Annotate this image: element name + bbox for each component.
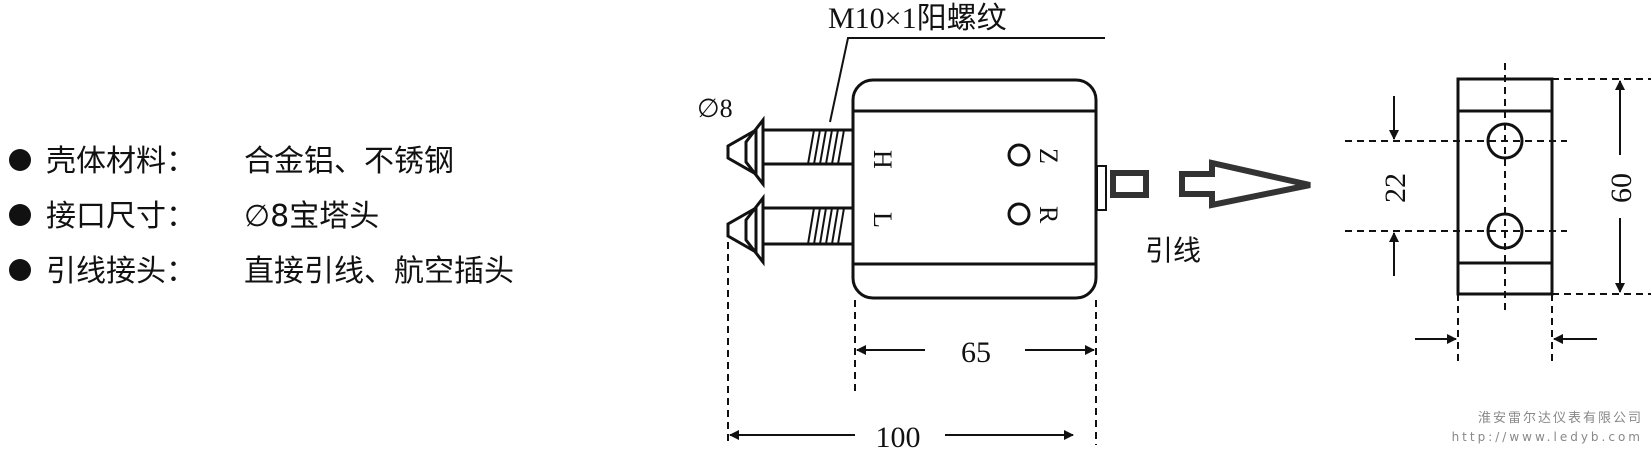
spec-value: 合金铝、不锈钢 xyxy=(244,144,454,179)
thread-label: M10×1阳螺纹 xyxy=(828,2,1007,35)
mounting-side-view: 22 60 xyxy=(1345,63,1651,365)
port-low-label: L xyxy=(868,212,897,228)
dim-hole-spacing: 22 xyxy=(1379,173,1412,203)
lead-label: 引线 xyxy=(1145,234,1201,267)
spec-list: 壳体材料： 合金铝、不锈钢 接口尺寸： ∅8宝塔头 引线接头： 直接引线、航空插… xyxy=(9,144,514,289)
lead-wire-icon xyxy=(1110,170,1149,198)
spec-value: ∅8宝塔头 xyxy=(244,199,379,234)
spec-value: 直接引线、航空插头 xyxy=(244,254,514,289)
dim-body-width: 65 xyxy=(961,336,991,369)
spec-label: 接口尺寸： xyxy=(46,199,196,234)
dim-height: 60 xyxy=(1605,173,1638,203)
thread-leader xyxy=(829,37,1105,123)
bullet-icon xyxy=(9,259,31,281)
dim-total-width: 100 xyxy=(876,421,921,450)
bullet-icon xyxy=(9,204,31,226)
pressure-fittings xyxy=(726,115,853,267)
arrow-right-icon xyxy=(1179,159,1311,209)
range-label: R xyxy=(1034,206,1063,224)
spec-label: 壳体材料： xyxy=(46,144,196,179)
zero-label: Z xyxy=(1034,148,1063,164)
spec-label: 引线接头： xyxy=(46,254,196,289)
watermark-url: http://www.ledyb.com xyxy=(1452,430,1643,444)
range-adjust-icon xyxy=(1007,202,1031,226)
transmitter-body: H L Z R xyxy=(851,78,1107,300)
bullet-icon xyxy=(9,149,31,171)
port-high-label: H xyxy=(868,150,897,169)
watermark-company: 淮安雷尔达仪表有限公司 xyxy=(1478,411,1643,426)
zero-adjust-icon xyxy=(1007,143,1031,167)
diameter-label: ∅8 xyxy=(697,94,733,123)
